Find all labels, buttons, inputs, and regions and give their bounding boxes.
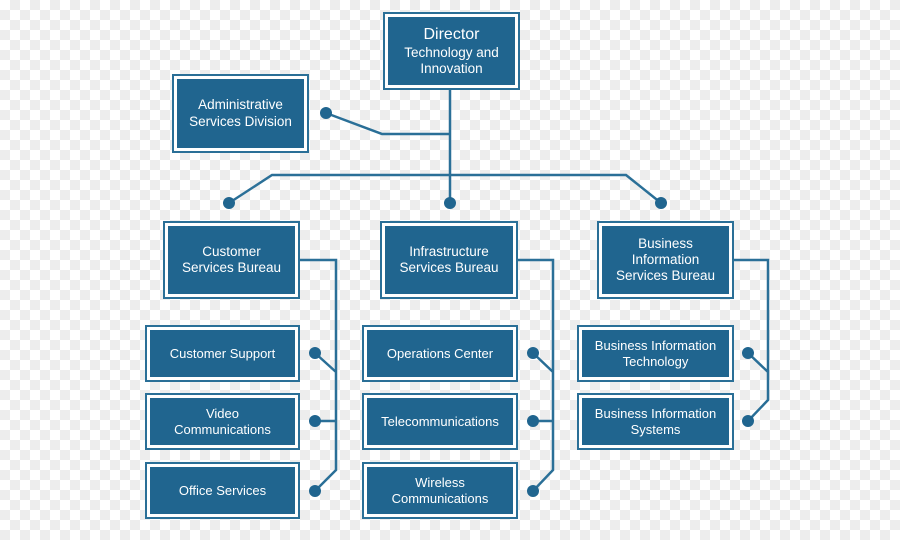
unit-label-line: Operations Center <box>386 345 494 361</box>
admin-connector <box>325 111 450 136</box>
customer-bracket <box>300 258 338 492</box>
bureau-label-line: Services Bureau <box>181 260 282 275</box>
unit-business-information-systems: Business Information Systems <box>577 393 734 450</box>
bureau-label-line: Services Bureau <box>615 268 716 284</box>
unit-label-line: Wireless <box>415 474 465 490</box>
unit-label-line: Customer Support <box>169 345 276 361</box>
unit-label-line: Communications <box>174 421 271 437</box>
unit-dot <box>309 485 321 497</box>
bureau-business-information-services: Business Information Services Bureau <box>597 221 734 299</box>
unit-video-communications: Video Communications <box>145 393 300 450</box>
unit-label-line: Telecommunications <box>381 413 499 429</box>
director-subtitle-line1: Technology and <box>404 44 499 60</box>
bureau-connector-bar <box>228 173 662 205</box>
unit-wireless-communications: Wireless Communications <box>362 462 518 519</box>
bureau-label-line: Business <box>638 235 693 251</box>
unit-office-services: Office Services <box>145 462 300 519</box>
business-bracket <box>734 258 770 422</box>
admin-line2: Services Division <box>189 113 292 129</box>
bureau-customer-services: Customer Services Bureau <box>163 221 300 299</box>
director-subtitle-line2: Innovation <box>420 61 483 77</box>
unit-label-line: Communications <box>391 490 489 506</box>
unit-dot <box>527 415 539 427</box>
unit-business-information-technology: Business Information Technology <box>577 325 734 382</box>
infrastructure-bracket <box>518 258 555 492</box>
admin-division-box: Administrative Services Division <box>172 74 309 153</box>
director-box: Director Technology and Innovation <box>383 12 520 90</box>
unit-dot <box>742 347 754 359</box>
unit-dot <box>309 347 321 359</box>
bureau-dot-infrastructure <box>444 197 456 209</box>
unit-dot <box>309 415 321 427</box>
unit-operations-center: Operations Center <box>362 325 518 382</box>
unit-label-line: Business Information <box>594 405 717 421</box>
unit-dot <box>527 485 539 497</box>
unit-dot <box>527 347 539 359</box>
unit-telecommunications: Telecommunications <box>362 393 518 450</box>
bureau-infrastructure-services: Infrastructure Services Bureau <box>380 221 518 299</box>
bureau-label-line: Customer <box>202 243 261 259</box>
unit-label-line: Business Information <box>594 337 717 353</box>
unit-label-line: Technology <box>622 353 689 369</box>
bureau-label-line: Information <box>631 251 700 267</box>
bureau-dot-business <box>655 197 667 209</box>
bureau-dot-customer <box>223 197 235 209</box>
bureau-label-line: Services Bureau <box>399 260 499 275</box>
unit-label-line: Office Services <box>178 482 267 498</box>
unit-dot <box>742 415 754 427</box>
unit-label-line: Video <box>205 405 239 421</box>
unit-label-line: Systems <box>630 421 681 437</box>
admin-dot <box>320 107 332 119</box>
director-title: Director <box>423 25 480 43</box>
admin-line1: Administrative <box>198 97 283 113</box>
unit-customer-support: Customer Support <box>145 325 300 382</box>
bureau-label-line: Infrastructure <box>409 243 489 259</box>
